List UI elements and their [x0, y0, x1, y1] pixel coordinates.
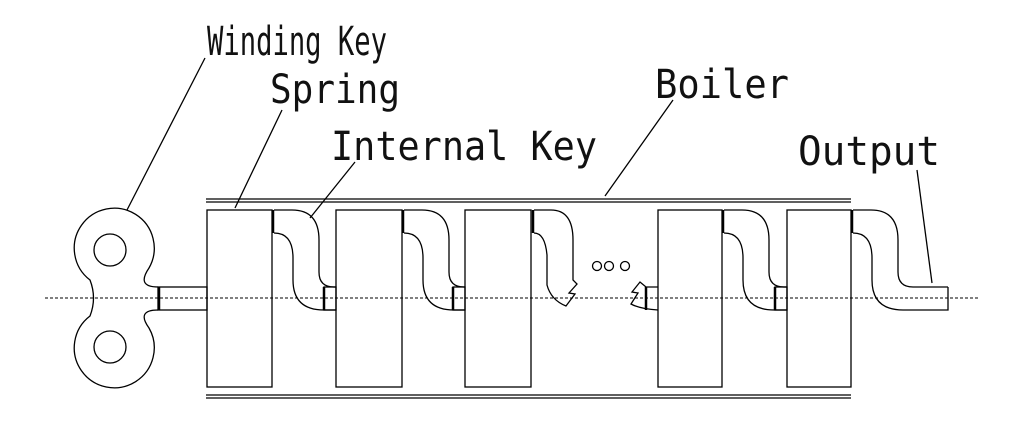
spring-block: [657, 209, 723, 388]
key-stub: [452, 286, 466, 311]
internal-key-shape: [852, 209, 949, 311]
ellipsis-icon: [591, 260, 631, 272]
internal-key-shape: [403, 209, 465, 311]
spring-block: [206, 209, 273, 388]
break-marks: [531, 209, 659, 311]
label-internal-key: Internal Key: [331, 124, 597, 170]
label-spring: Spring: [270, 67, 400, 113]
label-boiler: Boiler: [655, 62, 789, 108]
springs: [206, 209, 852, 388]
internal-key-shape: [723, 209, 787, 311]
label-output: Output: [798, 129, 940, 175]
label-winding-key: Winding Key: [207, 19, 387, 65]
internal-key-shape: [273, 209, 336, 311]
internal-keys: [271, 209, 949, 311]
leader-lines: [126, 57, 933, 284]
boiler-walls: [206, 198, 851, 399]
